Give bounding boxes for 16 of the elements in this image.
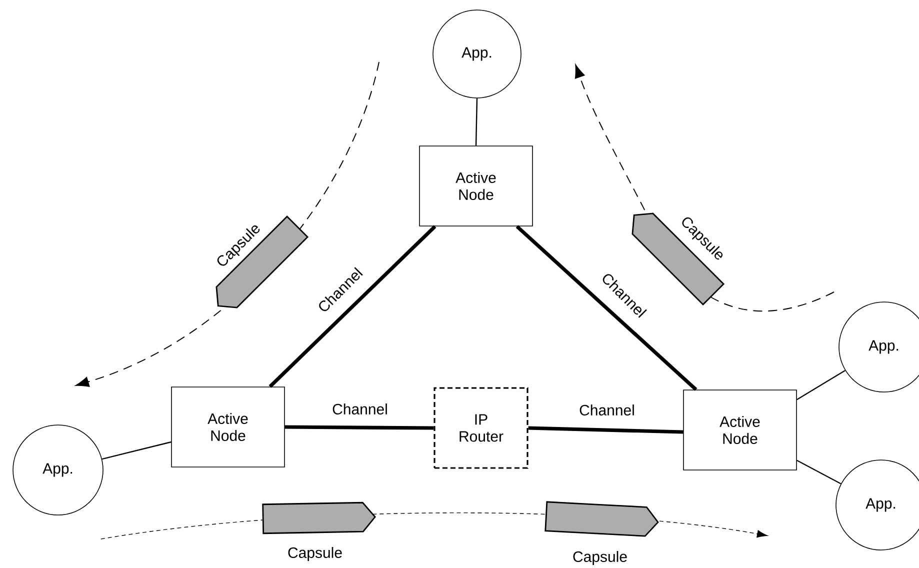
link-line bbox=[475, 98, 478, 146]
node-box: Active Node bbox=[683, 390, 797, 470]
node-box: Active Node bbox=[419, 146, 533, 226]
channel-line bbox=[528, 426, 684, 434]
router-box: IP Router bbox=[434, 387, 528, 469]
channel-line bbox=[516, 225, 698, 391]
link-line bbox=[796, 460, 842, 484]
node-box: Active Node bbox=[171, 386, 285, 468]
capsule-label: Capsule bbox=[288, 547, 342, 561]
channel-line bbox=[284, 425, 434, 430]
link-line bbox=[102, 441, 172, 460]
edge-label: Channel bbox=[580, 404, 634, 416]
link-line bbox=[796, 370, 846, 400]
channel-line bbox=[268, 225, 436, 388]
capsule-label: Capsule bbox=[573, 551, 627, 565]
edge-label: Channel bbox=[332, 404, 387, 414]
